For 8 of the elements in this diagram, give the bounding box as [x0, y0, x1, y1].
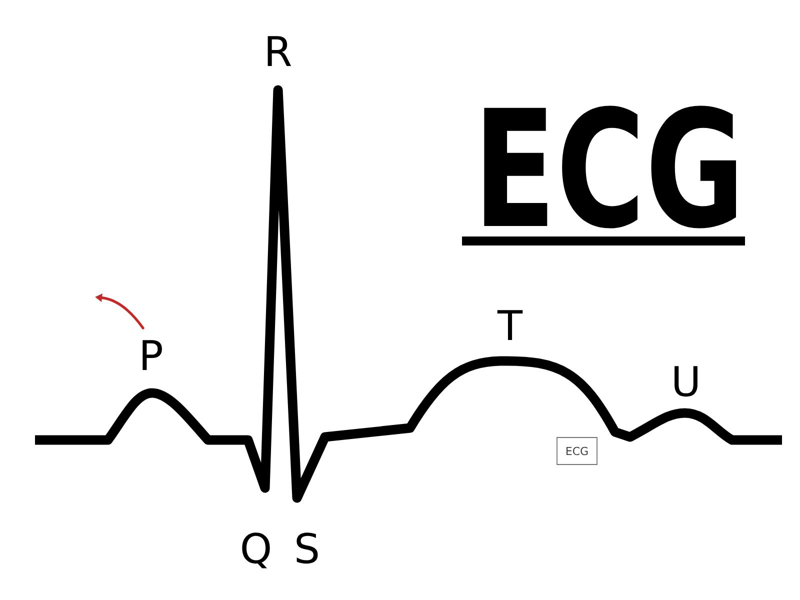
label-box: ECG: [556, 437, 598, 465]
title: ECG: [484, 106, 736, 228]
wave-label: T: [497, 310, 523, 340]
wave-label: R: [268, 36, 292, 66]
wave-label: U: [674, 366, 698, 397]
wave-label: Q: [242, 532, 270, 568]
wave-label: P: [142, 340, 162, 370]
wave-label: S: [296, 532, 318, 564]
